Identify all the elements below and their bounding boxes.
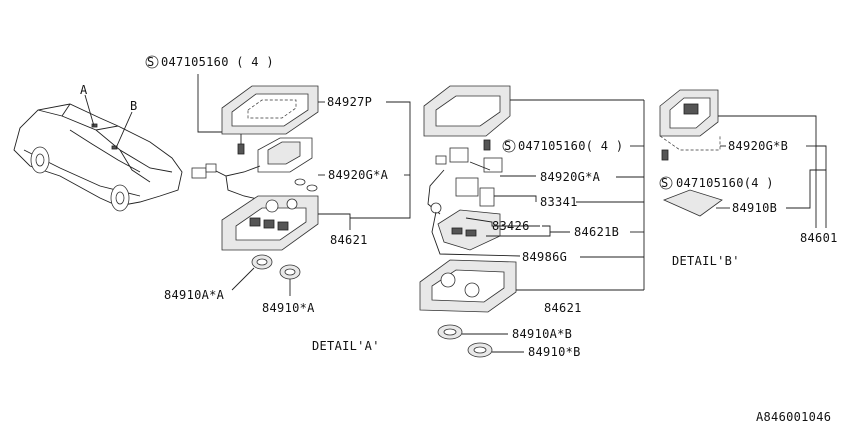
middle-assembly-group: S 047105160( 4 ) 84920G*A 83341 83426 84… [419,85,645,359]
part-84920ga-label: 84920G*A [328,168,389,182]
screw-mid-label: 047105160( 4 ) [518,139,623,153]
car-illustration: A B [13,83,183,212]
part-83341-label: 83341 [540,195,578,209]
part-84910b-right-label: 84910B [732,201,777,215]
detail-b-caption: DETAIL'B' [672,254,740,268]
part-84920ga-mid-label: 84920G*A [540,170,601,184]
detail-b-group: 84920G*B S 047105160(4 ) 84910B 84601 DE… [659,89,838,268]
part-84986g-label: 84986G [522,250,567,264]
car-point-a-label: A [80,83,88,97]
part-84621b-label: 84621B [574,225,619,239]
screw-right-s-mark: S [661,176,669,190]
detail-a-caption: DETAIL'A' [312,339,380,353]
screw-right-label: 047105160(4 ) [676,176,774,190]
part-84621-left-label: 84621 [330,233,368,247]
part-84910aa-label: 84910A*A [164,288,225,302]
part-84601-label: 84601 [800,231,838,245]
car-point-b-label: B [130,99,138,113]
part-84621-mid-label: 84621 [544,301,582,315]
part-84910b-label: 84910*B [528,345,581,359]
part-84910ab-label: 84910A*B [512,327,572,341]
detail-a-group: S 047105160 ( 4 ) 84927P 84920G*A [145,55,411,353]
reference-code: A846001046 [756,410,831,424]
part-84910a-label: 84910*A [262,301,315,315]
screw-top-s-mark: S [147,55,155,69]
screw-mid-s-mark: S [504,139,512,153]
screw-top-label: 047105160 ( 4 ) [161,55,274,69]
part-84920gb-label: 84920G*B [728,139,788,153]
part-84927p-label: 84927P [327,95,372,109]
part-83426-label: 83426 [492,219,530,233]
